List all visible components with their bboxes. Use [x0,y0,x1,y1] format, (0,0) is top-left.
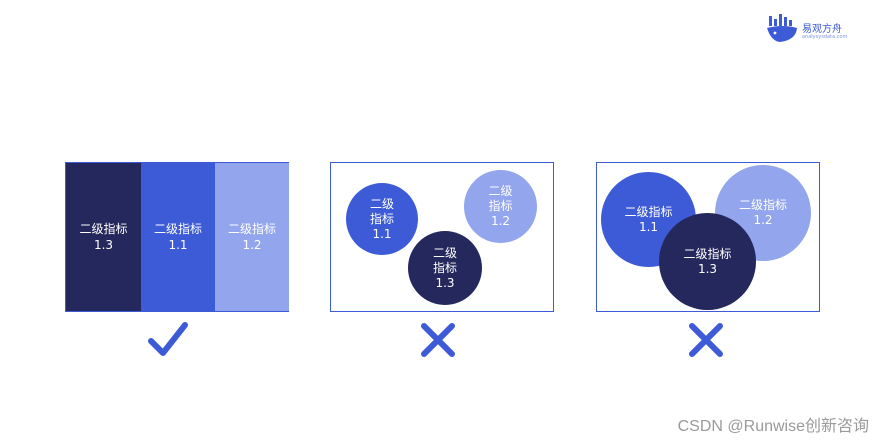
bubble-indicator-1-1: 二级 指标 1.1 [346,183,418,255]
bubble-label-line1: 二级 [369,196,394,211]
bubble-label: 二级指标 [683,246,732,261]
bubble-indicator-1-3: 二级 指标 1.3 [408,231,482,305]
bubble-label: 二级指标 [738,198,787,212]
bubble-value: 1.1 [372,226,392,241]
strip-label: 二级指标 [79,222,128,236]
bubble-indicator-1-2: 二级 指标 1.2 [464,170,537,243]
bubble-label: 二级指标 [624,204,673,219]
panel-strips: 二级指标 1.3 二级指标 1.1 二级指标 1.2 [65,162,289,312]
strip-indicator-1-3: 二级指标 1.3 [66,163,141,311]
bubble-indicator-1-2: 二级指标 1.2 [715,165,811,261]
bubble-label-line1: 二级 [432,245,457,260]
bubble-value: 1.2 [490,214,511,228]
strip-label: 二级指标 [153,222,202,236]
panel-separate-bubbles: 二级 指标 1.1 二级 指标 1.2 二级 指标 1.3 [330,162,554,312]
strip-indicator-1-1: 二级指标 1.1 [141,163,215,311]
bubble-value: 1.3 [697,261,718,276]
strip-label: 二级指标 [227,222,276,236]
brand-logo: 易观方舟 analysysdata.com [766,14,856,46]
bubble-value: 1.2 [753,213,773,227]
strip-value: 1.3 [93,238,114,252]
strip-value: 1.2 [242,238,262,252]
strip-value: 1.1 [168,238,188,252]
bubble-indicator-1-1: 二级指标 1.1 [601,172,696,267]
check-icon [148,322,188,356]
cross-icon [689,323,723,357]
bubble-label-line1: 二级 [488,184,513,198]
bubble-label-line2: 指标 [488,199,513,213]
bubble-value: 1.1 [638,219,659,234]
bubble-indicator-1-3: 二级指标 1.3 [659,213,756,310]
whale-logo-icon [767,14,797,42]
bubble-value: 1.3 [435,275,455,290]
logo-subtitle: analysysdata.com [802,34,848,40]
panel-overlapping-bubbles: 二级指标 1.1 二级指标 1.2 二级指标 1.3 [596,162,820,312]
bubble-label-line2: 指标 [369,211,394,226]
strip-indicator-1-2: 二级指标 1.2 [215,163,289,311]
bubble-label-line2: 指标 [432,260,457,275]
logo-name: 易观方舟 [802,24,842,35]
cross-icon [421,323,455,357]
watermark: CSDN @Runwise创新咨询 [677,418,869,435]
